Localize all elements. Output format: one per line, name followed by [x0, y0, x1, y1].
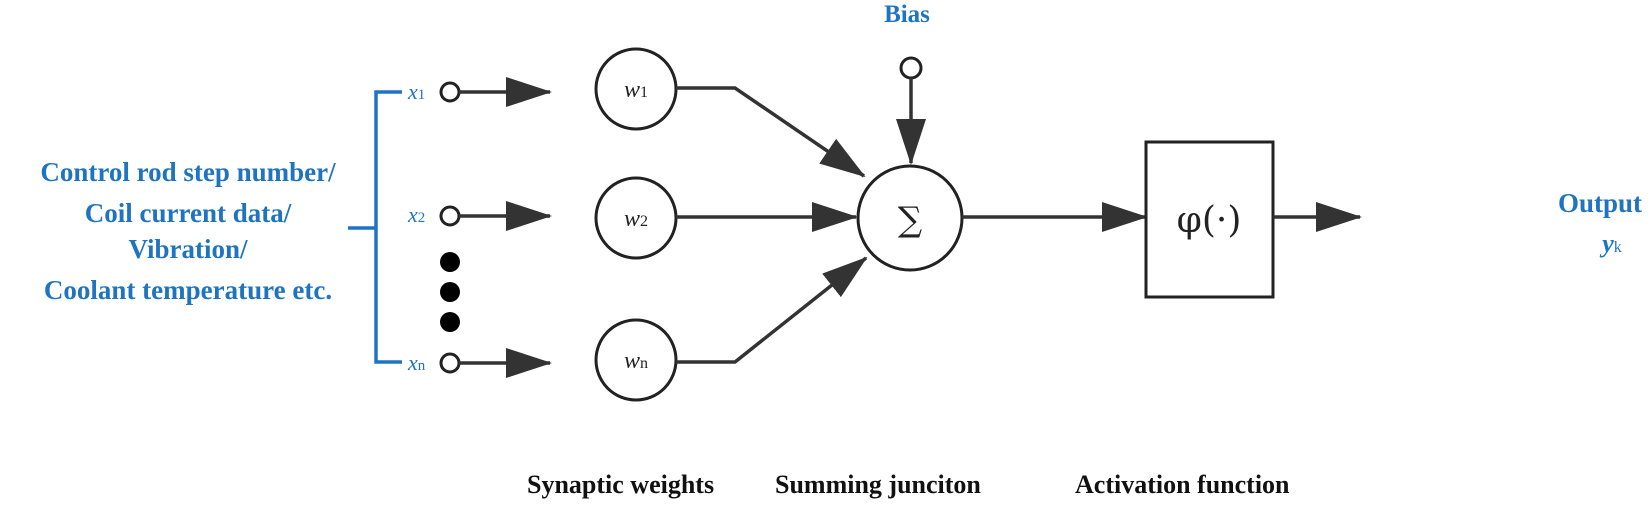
weight-wn-sub: n: [640, 355, 648, 372]
wn-to-sum-arrow: [676, 256, 868, 364]
weight-w2-sub: 2: [640, 213, 648, 230]
ellipsis-dot-1: [440, 252, 460, 272]
weight-w2: w2: [594, 176, 678, 260]
input-x1-var: x: [407, 79, 418, 104]
svg-text:w1: w1: [624, 77, 648, 103]
output: Output yk: [1558, 188, 1642, 258]
weight-wn: wn: [594, 318, 678, 402]
input-x1-node: [439, 81, 461, 103]
input-description: Control rod step number/ Coil current da…: [40, 157, 336, 305]
bias-node: [899, 56, 923, 80]
input-xn-node: [439, 352, 461, 374]
weight-w1-sub: 1: [640, 84, 648, 101]
ellipsis-dot-2: [440, 282, 460, 302]
w1-to-sum-arrow: [676, 86, 866, 178]
output-sub: k: [1614, 239, 1622, 256]
weight-w1: w1: [594, 47, 678, 131]
captions: Synaptic weights Summing junciton Activa…: [527, 470, 1290, 499]
bias-label: Bias: [884, 1, 930, 28]
caption-activation-function: Activation function: [1075, 470, 1290, 499]
svg-text:xn: xn: [407, 350, 426, 375]
activation-symbol: φ(·): [1177, 200, 1242, 241]
ellipsis-dot-3: [440, 312, 460, 332]
input-label-line-1: Control rod step number/: [40, 157, 336, 187]
input-bracket: [348, 90, 402, 364]
input-label-line-4: Coolant temperature etc.: [44, 275, 332, 305]
input-xn-var: x: [407, 350, 418, 375]
weight-wn-var: w: [624, 348, 640, 374]
input-x1-sub: 1: [418, 87, 426, 103]
bias: Bias: [884, 1, 930, 165]
svg-text:wn: wn: [624, 348, 648, 374]
weight-w2-var: w: [624, 206, 640, 232]
input-x2: x2: [407, 201, 552, 231]
output-var: y: [1599, 229, 1614, 258]
caption-summing-junction: Summing junciton: [775, 470, 981, 499]
input-x2-node: [439, 205, 461, 227]
input-x1: x1: [407, 77, 552, 107]
svg-text:w2: w2: [624, 206, 648, 232]
ellipsis-dots: [440, 252, 460, 332]
weight-wn-circle: [594, 318, 678, 402]
output-label: Output: [1558, 188, 1642, 218]
svg-text:x2: x2: [407, 202, 425, 227]
input-x2-var: x: [407, 202, 418, 227]
input-xn: xn: [407, 348, 552, 378]
svg-text:x1: x1: [407, 79, 425, 104]
input-label-line-2: Coil current data/: [85, 198, 292, 228]
input-x2-sub: 2: [418, 210, 426, 226]
input-xn-sub: n: [418, 358, 426, 374]
svg-text:yk: yk: [1599, 229, 1622, 258]
activation-box: [1144, 140, 1275, 299]
input-label-line-3: Vibration/: [128, 234, 248, 264]
summing-junction: ∑: [856, 164, 964, 272]
summing-symbol: ∑: [898, 200, 922, 240]
caption-synaptic-weights: Synaptic weights: [527, 470, 714, 499]
activation-function: φ(·): [1144, 140, 1275, 299]
weight-w1-var: w: [624, 77, 640, 103]
